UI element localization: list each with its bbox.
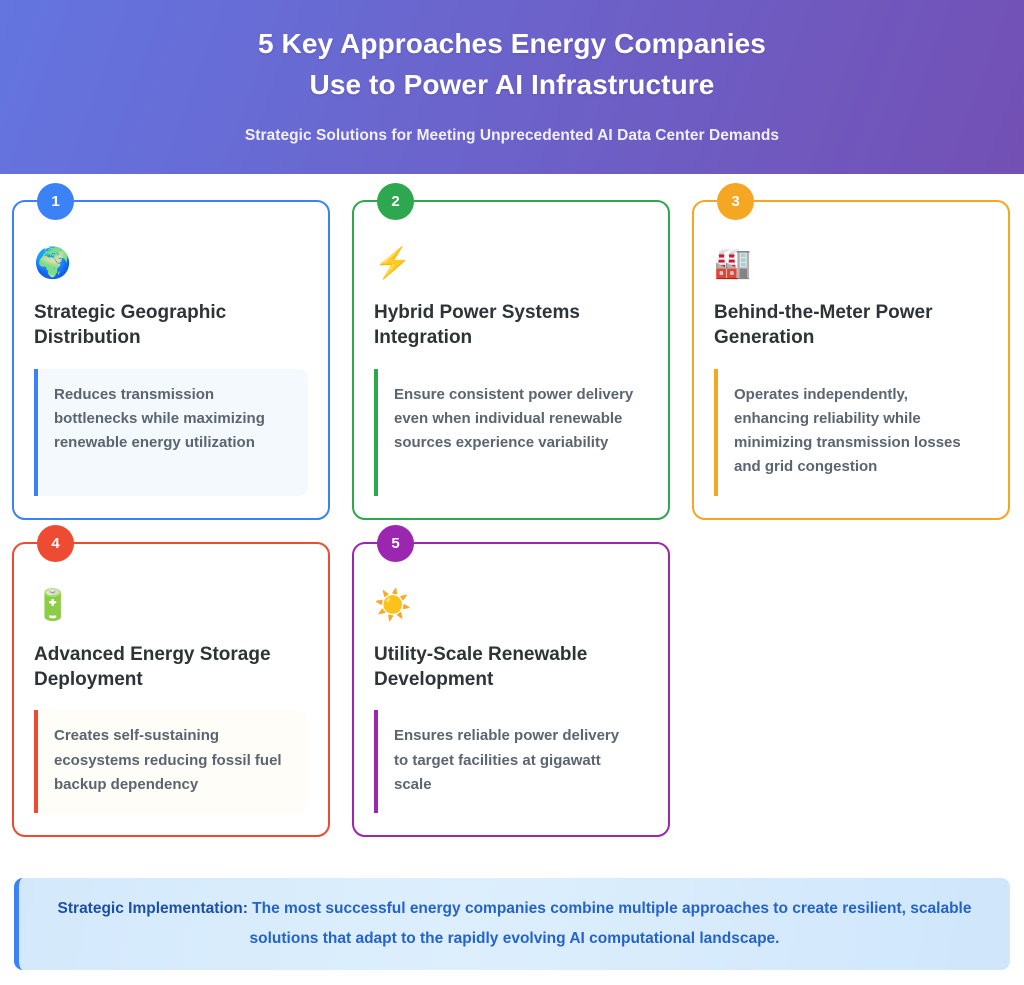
card-description-box: Operates independently, enhancing reliab… [714, 368, 988, 496]
card-description: Operates independently, enhancing reliab… [734, 385, 961, 476]
card-number-badge: 5 [377, 524, 414, 562]
card-description-box: Creates self-sustaining ecosystems reduc… [34, 710, 308, 814]
card-description-box: Reduces transmission bottlenecks while m… [34, 368, 308, 496]
page-title-line-2: Use to Power AI Infrastructure [309, 68, 715, 100]
header-banner: 5 Key Approaches Energy Companies Use to… [0, 0, 1024, 174]
sun-icon: ☀️ [374, 588, 412, 622]
card-description-box: Ensures reliable power delivery to targe… [374, 710, 648, 814]
card-description: Reduces transmission bottlenecks while m… [54, 385, 265, 452]
card-title: Advanced Energy Storage Deployment [34, 643, 271, 690]
card-title: Utility-Scale Renewable Development [374, 643, 588, 690]
card-description: Ensures reliable power delivery to targe… [394, 727, 620, 793]
card-description-box: Ensure consistent power delivery even wh… [374, 368, 648, 496]
card-title: Hybrid Power Systems Integration [374, 302, 580, 349]
card-number-badge: 1 [37, 183, 74, 220]
card-description: Creates self-sustaining ecosystems reduc… [54, 727, 282, 793]
page-subtitle: Strategic Solutions for Meeting Unpreced… [244, 127, 780, 145]
approach-card-3[interactable]: 3 🏭 Behind-the-Meter Power Generation Op… [692, 183, 1010, 520]
page-title-line-1: 5 Key Approaches Energy Companies [258, 28, 766, 59]
approach-card-4[interactable]: 4 🔋 Advanced Energy Storage Deployment C… [12, 524, 330, 838]
approach-card-2[interactable]: 2 ⚡ Hybrid Power Systems Integration Ens… [352, 183, 670, 520]
factory-icon: 🏭 [714, 247, 752, 280]
globe-icon: 🌍 [34, 247, 72, 280]
approach-card-5[interactable]: 5 ☀️ Utility-Scale Renewable Development… [352, 524, 670, 838]
footer-lead-label: Strategic Implementation: [57, 899, 248, 917]
lightning-bolt-icon: ⚡ [374, 247, 412, 280]
footer-body-text: The most successful energy companies com… [247, 899, 972, 947]
card-number-badge: 3 [717, 183, 754, 220]
card-title: Behind-the-Meter Power Generation [714, 302, 933, 349]
card-number-badge: 2 [377, 183, 414, 220]
footer-banner: Strategic Implementation: The most succe… [14, 878, 1010, 970]
card-number-badge: 4 [37, 524, 74, 562]
card-title: Strategic Geographic Distribution [34, 302, 227, 349]
footer-message: Strategic Implementation: The most succe… [53, 894, 976, 954]
card-description: Ensure consistent power delivery even wh… [394, 385, 634, 452]
approach-card-grid: 1 🌍 Strategic Geographic Distribution Re… [12, 183, 1012, 838]
battery-icon: 🔋 [34, 588, 72, 622]
approach-card-1[interactable]: 1 🌍 Strategic Geographic Distribution Re… [12, 183, 330, 520]
page-title: 5 Key Approaches Energy Companies Use to… [258, 24, 766, 105]
